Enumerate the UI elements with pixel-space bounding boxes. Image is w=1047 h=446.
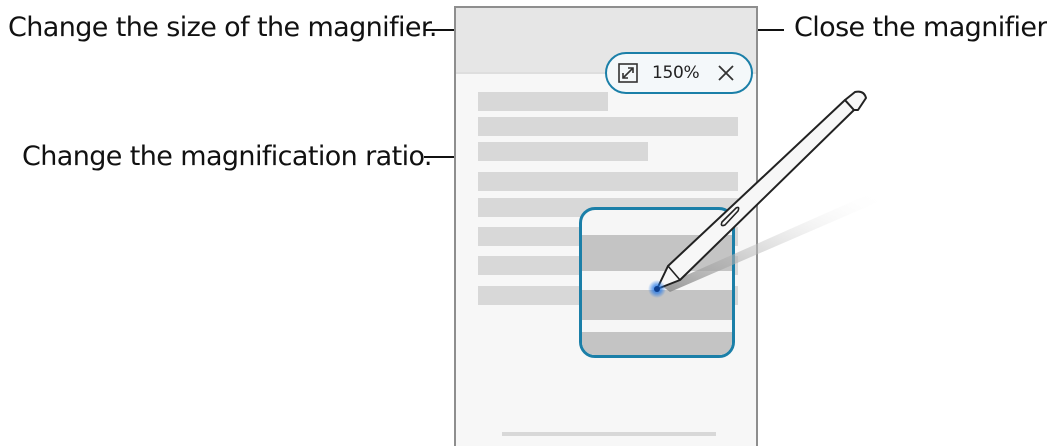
- callout-resize-label: Change the size of the magnifier.: [8, 12, 438, 43]
- resize-icon[interactable]: [617, 62, 639, 84]
- zoom-ratio-button[interactable]: 150%: [652, 63, 700, 83]
- magnified-text-line: [582, 332, 732, 355]
- text-line: [478, 142, 648, 161]
- text-line: [502, 432, 716, 436]
- magnifier-toolbar: 150%: [605, 52, 753, 94]
- s-pen-icon: [648, 90, 878, 298]
- text-line: [478, 172, 738, 191]
- text-line: [478, 92, 608, 111]
- callout-close-label: Close the magnifier.: [794, 12, 1047, 43]
- text-line: [478, 117, 738, 136]
- close-icon[interactable]: [716, 63, 736, 83]
- callout-ratio-label: Change the magnification ratio.: [22, 141, 433, 172]
